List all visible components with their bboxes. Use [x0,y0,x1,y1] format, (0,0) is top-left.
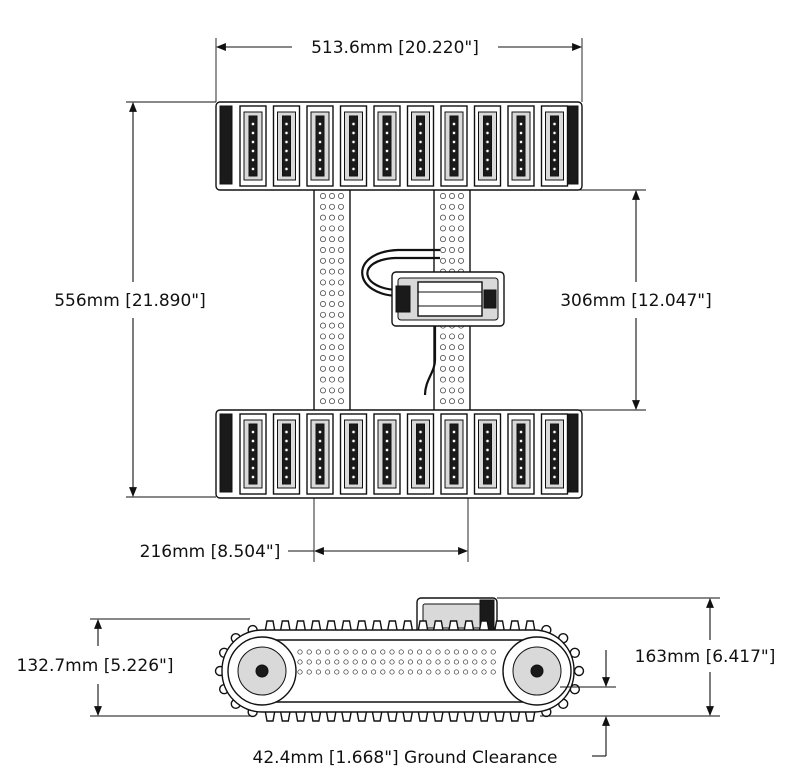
track-tooth [573,665,585,677]
left-rail [313,185,351,413]
inner-spacing-label: 306mm [12.047"] [560,291,712,311]
track-height-dimension: 132.7mm [5.226"] [17,618,250,717]
overall-length-label: 556mm [21.890"] [54,291,206,311]
overall-length-dimension: 556mm [21.890"] [54,101,216,498]
top-view: 513.6mm [20.220"] 556mm [21.890"] 306mm … [54,38,712,562]
track-height-label: 132.7mm [5.226"] [17,656,174,676]
control-module [361,248,505,396]
top-track [215,101,583,191]
inner-spacing-dimension: 306mm [12.047"] [560,189,712,411]
overall-height-label: 163mm [6.417"] [635,647,776,667]
rear-sprocket [502,636,572,706]
ground-clearance-dimension: 42.4mm [1.668"] Ground Clearance [253,650,616,768]
side-view: 132.7mm [5.226"] 163mm [6.417"] 42.4mm [… [17,597,776,768]
overall-width-dimension: 513.6mm [20.220"] [215,38,583,102]
rail-spacing-dimension: 216mm [8.504"] [140,498,469,562]
rail-spacing-label: 216mm [8.504"] [140,542,281,562]
overall-height-dimension: 163mm [6.417"] [497,597,776,717]
ground-clearance-label: 42.4mm [1.668"] Ground Clearance [253,748,558,768]
side-track [214,620,585,722]
bottom-track [215,409,583,499]
overall-width-label: 513.6mm [20.220"] [311,38,479,58]
front-sprocket [227,636,297,706]
